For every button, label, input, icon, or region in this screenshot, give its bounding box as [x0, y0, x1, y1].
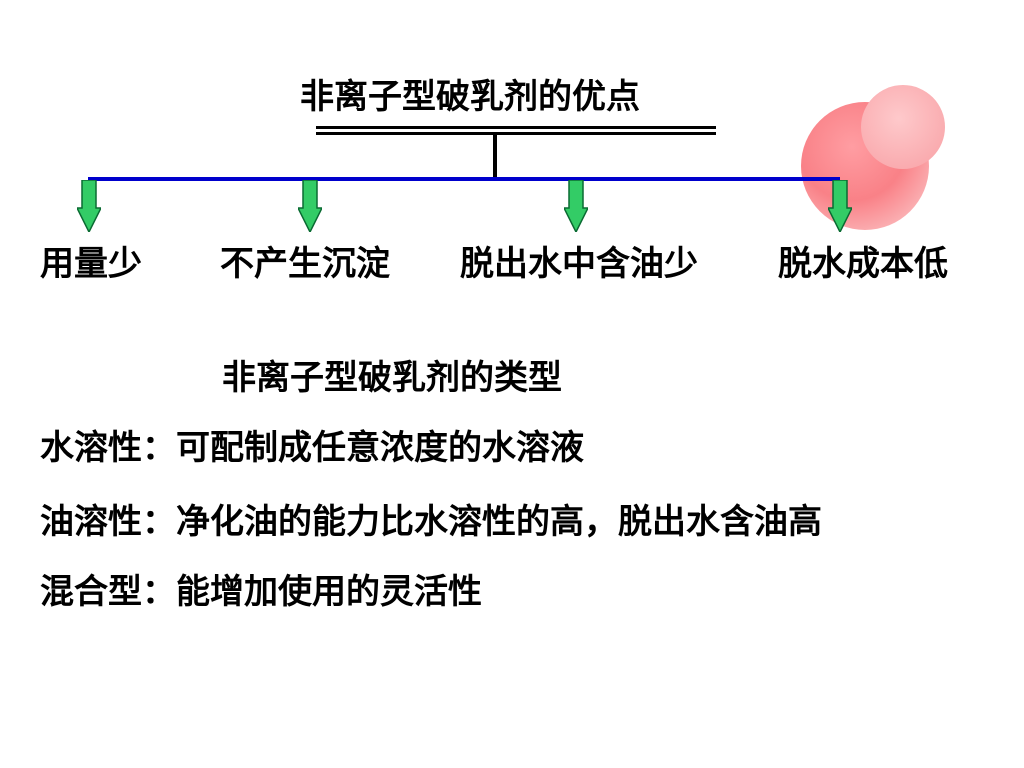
down-arrow-icon	[298, 180, 322, 232]
title-underline-bottom	[316, 132, 716, 135]
down-arrow-icon	[828, 180, 852, 232]
type-oil-soluble: 油溶性：净化油的能力比水溶性的高，脱出水含油高	[40, 502, 822, 542]
down-arrow-icon	[77, 180, 101, 232]
types-title: 非离子型破乳剂的类型	[222, 358, 562, 398]
advantage-low-dosage: 用量少	[40, 244, 142, 284]
advantage-no-precipitate: 不产生沉淀	[220, 244, 390, 284]
advantage-low-oil-in-water: 脱出水中含油少	[460, 244, 698, 284]
type-water-soluble: 水溶性：可配制成任意浓度的水溶液	[40, 428, 584, 468]
decor-circle-small	[861, 85, 945, 169]
title-underline-top	[316, 126, 716, 129]
advantages-title: 非离子型破乳剂的优点	[300, 77, 640, 117]
type-mixed: 混合型：能增加使用的灵活性	[40, 572, 482, 612]
down-arrow-icon	[564, 180, 588, 232]
advantage-low-cost: 脱水成本低	[778, 244, 948, 284]
tree-branch-bar	[88, 177, 840, 181]
decorative-circles	[800, 84, 950, 234]
tree-stem	[493, 132, 497, 178]
